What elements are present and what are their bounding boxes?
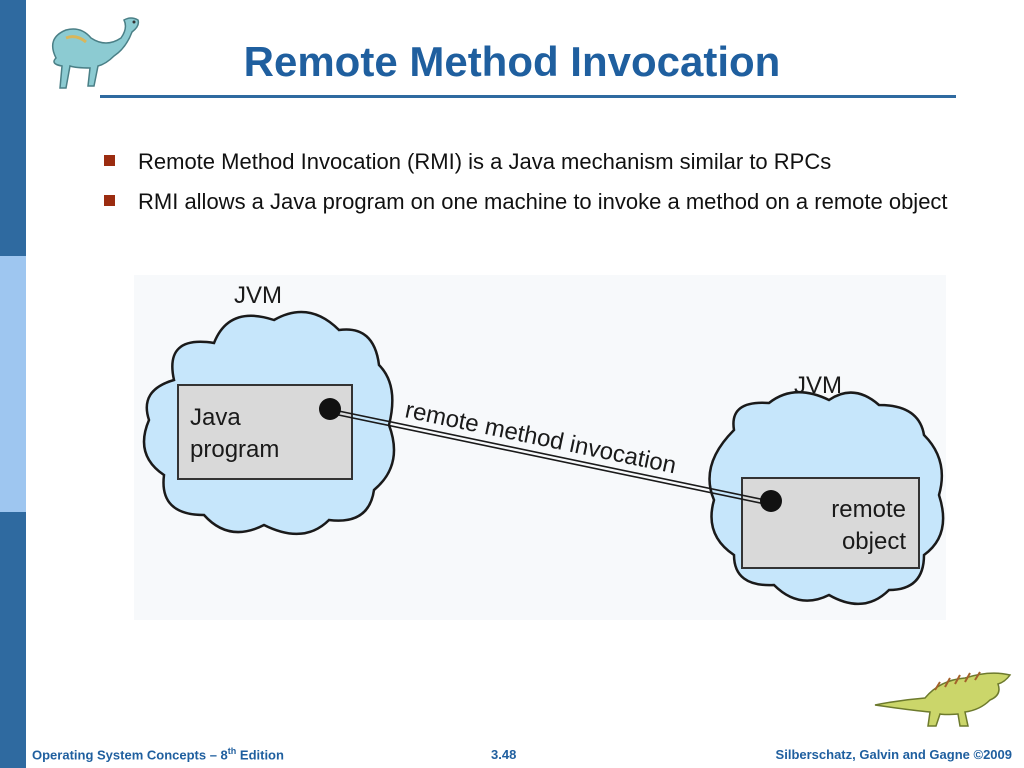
square-bullet-icon xyxy=(104,195,115,206)
dinosaur-skeleton-logo-icon xyxy=(874,671,1012,727)
slide-title: Remote Method Invocation xyxy=(243,38,781,85)
side-band-bottom xyxy=(0,512,26,768)
right-jvm-label: JVM xyxy=(794,372,842,399)
bullet-text: RMI allows a Java program on one machine… xyxy=(138,189,948,214)
dinosaur-logo-icon xyxy=(51,17,140,89)
remote-object-line1: remote xyxy=(831,496,906,523)
side-band-top xyxy=(0,0,26,256)
square-bullet-icon xyxy=(104,155,115,166)
remote-object-line2: object xyxy=(842,528,906,555)
bullet-item: Remote Method Invocation (RMI) is a Java… xyxy=(100,146,980,177)
bullet-item: RMI allows a Java program on one machine… xyxy=(100,186,980,217)
side-band-middle xyxy=(0,256,26,512)
title-divider xyxy=(100,95,956,98)
remote-object-box xyxy=(741,477,920,569)
bullet-text: Remote Method Invocation (RMI) is a Java… xyxy=(138,149,832,174)
invocation-connector xyxy=(328,408,771,502)
invocation-connector-edge xyxy=(328,412,771,506)
target-endpoint-dot xyxy=(760,490,782,512)
java-program-line2: program xyxy=(190,436,279,463)
bullet-list: Remote Method Invocation (RMI) is a Java… xyxy=(100,146,980,226)
java-program-line1: Java xyxy=(190,404,241,431)
slide-number: 3.48 xyxy=(491,747,517,762)
rmi-diagram: JVM JVM Java program remote object remot… xyxy=(134,275,946,620)
left-jvm-label: JVM xyxy=(234,282,282,309)
footer-book-title: Operating System Concepts – 8th Edition xyxy=(32,745,284,762)
source-endpoint-dot xyxy=(319,398,341,420)
footer-authors: Silberschatz, Galvin and Gagne ©2009 xyxy=(775,747,1012,762)
